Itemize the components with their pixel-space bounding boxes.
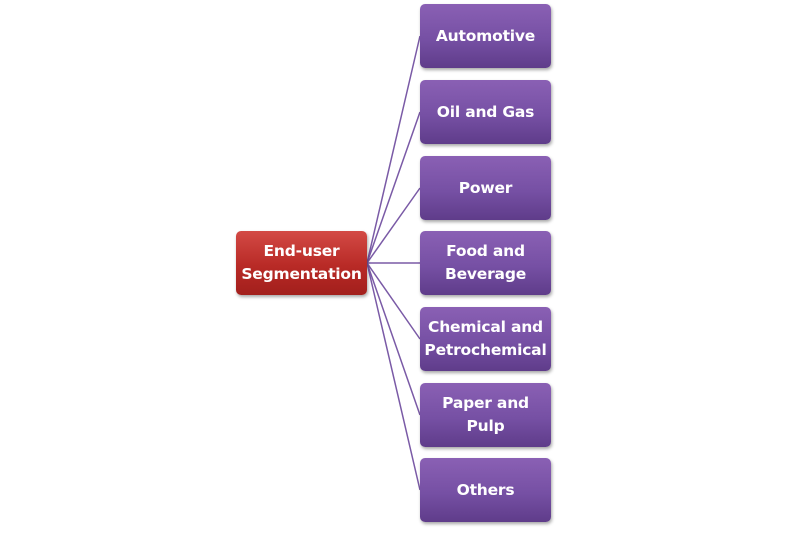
child-node-chemical-and-petrochemical: Chemical and Petrochemical [420,307,551,371]
child-node-automotive: Automotive [420,4,551,68]
child-label-line-2: Beverage [444,265,527,283]
child-label-line-1: Food and [446,242,525,260]
root-node-end-user-segmentation: End-user Segmentation [236,231,367,295]
root-label-line-1: End-user [263,242,340,260]
connector-line-6 [366,262,421,491]
root-label-line-2: Segmentation [241,265,362,283]
child-label: Automotive [435,26,536,45]
child-node-food-and-beverage: Food and Beverage [420,231,551,295]
child-label-line-1: Paper and [442,394,529,412]
child-node-paper-and-pulp: Paper and Pulp [420,383,551,447]
child-label: Power [458,178,513,197]
connector-line-2 [366,187,421,264]
child-label-line-1: Chemical and [428,318,543,336]
child-label-line-2: Pulp [466,417,505,435]
connector-line-0 [366,35,421,264]
connector-line-4 [366,262,421,340]
connector-line-5 [366,262,421,416]
child-label: Others [456,480,515,499]
child-label-line-2: Petrochemical [424,341,547,359]
child-node-power: Power [420,156,551,220]
child-label: Oil and Gas [436,102,535,121]
connector-line-1 [366,111,421,264]
child-node-oil-and-gas: Oil and Gas [420,80,551,144]
child-node-others: Others [420,458,551,522]
